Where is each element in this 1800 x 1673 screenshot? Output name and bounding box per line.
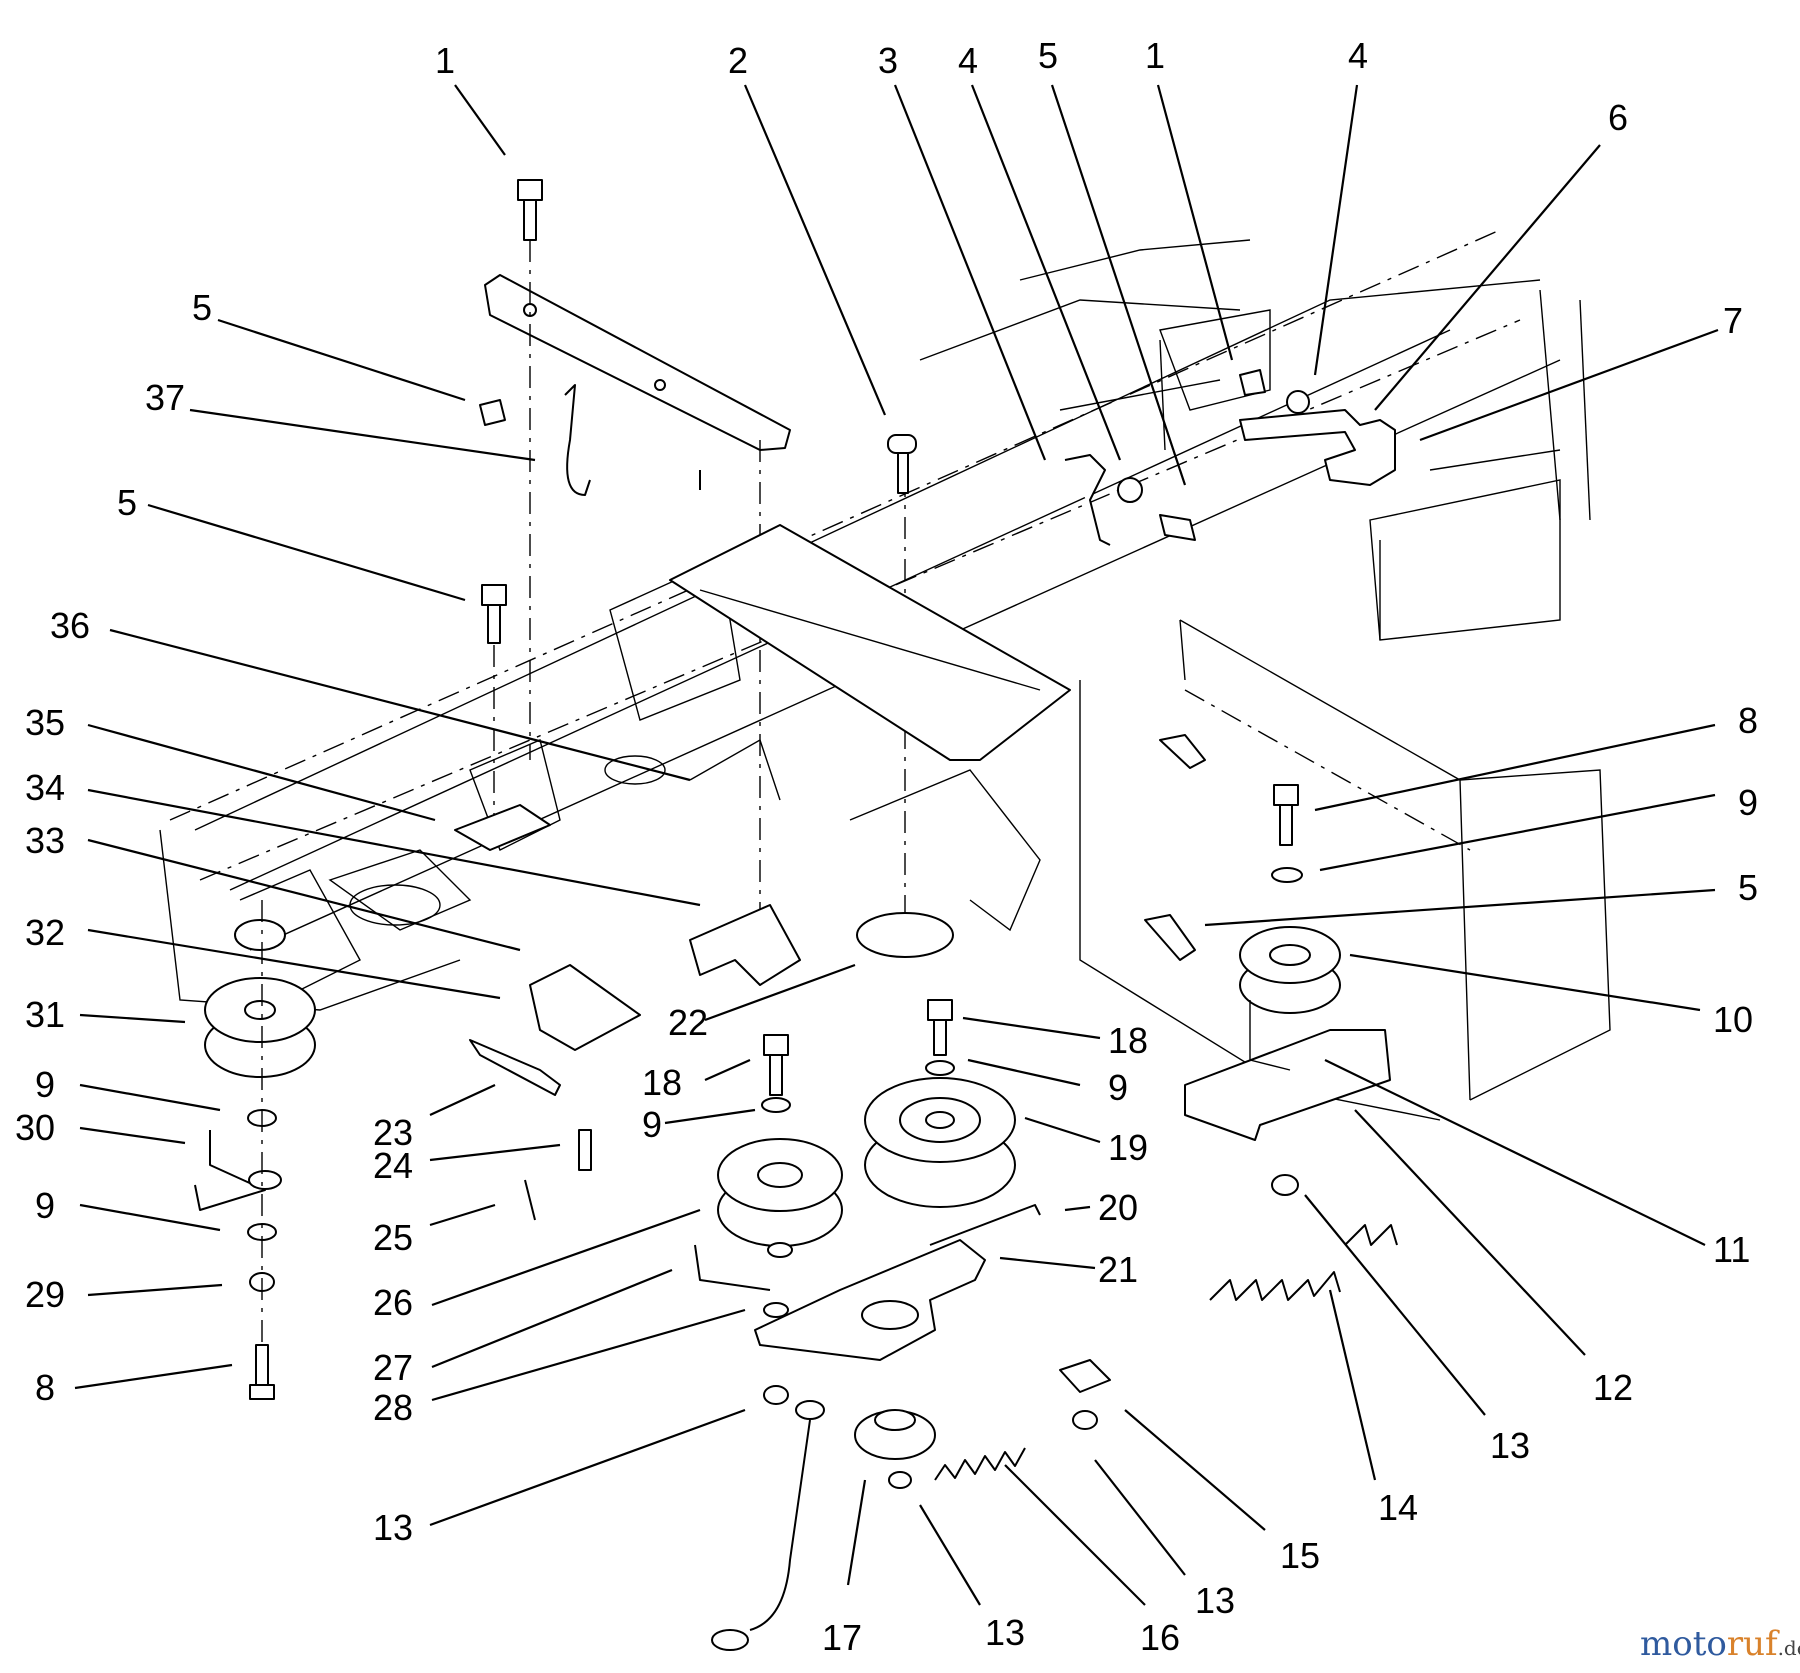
callout-1: 1 [1145,35,1165,76]
callout-labels: 1 2 3 4 5 1 4 6 7 5 37 5 36 35 34 33 32 … [15,35,1758,1658]
callout-19: 19 [1108,1127,1148,1168]
hook-rod-37 [564,384,591,496]
callout-11: 11 [1713,1229,1750,1270]
callout-32: 32 [25,912,65,953]
idler-arm-21 [754,1239,986,1361]
callout-10: 10 [1713,999,1753,1040]
bracket-6 [1239,409,1396,486]
cross-member [669,524,1071,761]
callout-33: 33 [25,820,65,861]
callout-17: 17 [822,1617,862,1658]
rod-3 [1064,454,1111,546]
bolt-5-left [481,584,507,644]
leader-lines [74,84,1719,1606]
callout-24: 24 [373,1145,413,1186]
bracket-35 [454,804,551,851]
bolt-8-left [249,1344,275,1400]
bracket-30 [194,1130,266,1211]
callout-25: 25 [373,1217,413,1258]
callout-20: 20 [1098,1187,1138,1228]
callout-13: 13 [985,1612,1025,1653]
callout-9: 9 [35,1064,55,1105]
callout-6: 6 [1608,97,1628,138]
callout-30: 30 [15,1107,55,1148]
callout-13: 13 [373,1507,413,1548]
callout-8: 8 [35,1367,55,1408]
callout-8: 8 [1738,700,1758,741]
callout-18: 18 [642,1062,682,1103]
callout-35: 35 [25,702,65,743]
bolt-1-left [517,179,543,241]
bolt-2 [887,434,917,494]
bolt-8-right [1273,784,1299,846]
watermark-logo: motoruf.de [1640,1624,1800,1664]
callout-2: 2 [728,40,748,81]
bracket-34 [689,904,801,986]
callout-9: 9 [35,1185,55,1226]
callout-34: 34 [25,767,65,808]
callout-9: 9 [642,1104,662,1145]
pulley-19 [864,1077,1016,1208]
callout-37: 37 [145,377,185,418]
callout-16: 16 [1140,1617,1180,1658]
callout-18: 18 [1108,1020,1148,1061]
callout-5: 5 [192,287,212,328]
callout-5: 5 [1738,867,1758,908]
callout-26: 26 [373,1282,413,1323]
callout-13: 13 [1195,1580,1235,1621]
callout-9: 9 [1738,782,1758,823]
callout-13: 13 [1490,1425,1530,1466]
callout-15: 15 [1280,1535,1320,1576]
callout-4: 4 [958,40,978,81]
spring-14 [1209,1271,1341,1301]
callout-9: 9 [1108,1067,1128,1108]
pulley-31 [204,977,316,1078]
callout-27: 27 [373,1347,413,1388]
callout-36: 36 [50,605,90,646]
callout-12: 12 [1593,1367,1633,1408]
switch-bracket-32 [529,964,641,1051]
lever-bracket [484,274,791,451]
callout-7: 7 [1723,300,1743,341]
callout-14: 14 [1378,1487,1418,1528]
callout-5: 5 [117,482,137,523]
rod-17 [749,1419,811,1631]
callout-4: 4 [1348,35,1368,76]
callout-23: 23 [373,1112,413,1153]
bolt-18-left [763,1034,789,1096]
bolt-18-center [927,999,953,1056]
callout-28: 28 [373,1387,413,1428]
collar [234,919,286,951]
callout-29: 29 [25,1274,65,1315]
callout-31: 31 [25,994,65,1035]
parts [194,179,1398,1651]
pulley-10 [1239,926,1341,1014]
callout-21: 21 [1098,1249,1138,1290]
washer-22 [856,912,954,958]
callout-3: 3 [878,40,898,81]
idler-bracket [1184,1029,1391,1141]
spring-16 [934,1447,1026,1481]
callout-1: 1 [435,40,455,81]
switch-23 [469,1039,561,1096]
callout-5: 5 [1038,35,1058,76]
callout-22: 22 [668,1002,708,1043]
pulley-26 [717,1138,843,1247]
